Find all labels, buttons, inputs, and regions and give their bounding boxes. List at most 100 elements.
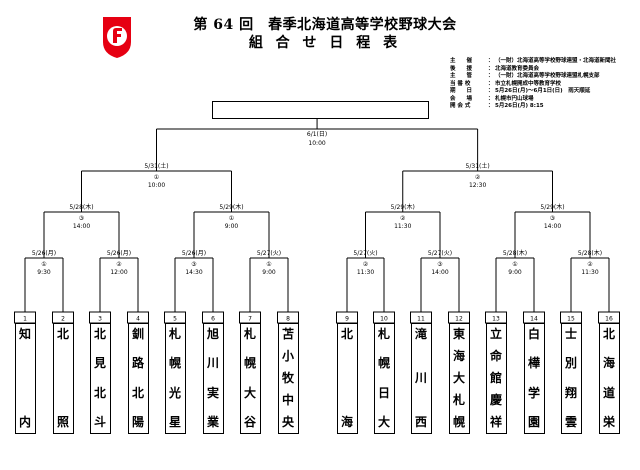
- match-number: ①: [266, 261, 271, 268]
- team-name-char: 央: [281, 415, 294, 429]
- team-name-box: 士別翔雲: [560, 323, 582, 434]
- info-label: 会 場: [450, 95, 473, 102]
- final-date: 6/1(日): [307, 131, 327, 138]
- team-name: 北海: [338, 328, 357, 429]
- team-name-char: 栄: [602, 414, 615, 429]
- tournament-logo-icon: [103, 17, 131, 58]
- champion-box: [212, 101, 429, 119]
- team-name-char: 大: [452, 371, 465, 385]
- team-name-char: 幌: [377, 356, 390, 371]
- team-number: 9: [345, 316, 349, 323]
- team-name: 苫小牧中央: [279, 328, 298, 429]
- team-number: 1: [23, 316, 27, 323]
- team-number: 4: [136, 316, 140, 323]
- team-name-char: 学: [527, 385, 540, 400]
- info-value: 札幌市円山球場: [495, 95, 534, 102]
- team-name-char: 見: [93, 356, 106, 371]
- team-name-char: 照: [56, 415, 69, 429]
- match-number: ②: [116, 261, 122, 268]
- info-colon: ：: [488, 103, 494, 109]
- team-name-char: 士: [564, 327, 577, 341]
- team-name-box: 旭川実業: [202, 323, 224, 434]
- match-time: 14:00: [431, 269, 448, 276]
- team-name-box: 北海: [336, 323, 358, 434]
- team-name-box: 札幌光星: [164, 323, 186, 434]
- match-number: ③: [550, 215, 555, 222]
- info-value: 5月26日(月) 8:15: [495, 103, 544, 109]
- match-number: ②: [475, 174, 481, 181]
- team-name-char: 北: [602, 327, 615, 341]
- final-time: 10:00: [308, 140, 325, 147]
- team-number: 5: [173, 316, 177, 323]
- team-name: 札幌光星: [166, 328, 185, 429]
- info-value: 5月26日(月)～6月1日(日) 雨天順延: [495, 88, 591, 94]
- team-name-char: 幌: [243, 356, 256, 371]
- team-name-char: 祥: [489, 415, 502, 429]
- team-name-char: 北: [93, 385, 106, 400]
- info-row: 開 会 式：5月26日(月) 8:15: [450, 103, 616, 111]
- team-name-char: 光: [168, 385, 181, 400]
- info-colon: ：: [488, 88, 494, 94]
- match-time: 11:30: [357, 269, 374, 276]
- match-time: 14:30: [185, 269, 202, 276]
- team-name-box: 札幌日大: [373, 323, 395, 434]
- page-subtitle: 組 合 せ 日 程 表: [248, 35, 402, 51]
- info-label: 後 援: [450, 65, 473, 72]
- match-number: ①: [41, 261, 46, 268]
- team-name-box: 釧路北陽: [127, 323, 149, 434]
- team-name-char: 海: [452, 349, 465, 363]
- team-number: 14: [530, 316, 538, 323]
- team-name-char: 幌: [452, 415, 465, 429]
- match-time: 11:30: [394, 223, 411, 230]
- team-name-char: 陽: [131, 414, 144, 429]
- match-time: 12:30: [469, 182, 486, 189]
- team-name-char: 白: [527, 327, 540, 341]
- team-name: 札幌大谷: [241, 328, 260, 429]
- team-name-char: 釧: [131, 327, 144, 341]
- team-name-char: 苫: [281, 327, 294, 341]
- team-name-char: 東: [452, 327, 465, 341]
- info-row: 期 日：5月26日(月)～6月1日(日) 雨天順延: [450, 88, 616, 96]
- info-label: 主 催: [450, 58, 473, 64]
- team-name-char: 海: [602, 356, 615, 371]
- info-value: （一財）北海道高等学校野球連盟札幌支部: [495, 73, 600, 79]
- team-name-char: 川: [206, 356, 219, 371]
- team-name-box: 白樺学園: [523, 323, 545, 434]
- info-value: （一財）北海道高等学校野球連盟・北海道新聞社: [495, 58, 617, 64]
- team-name-char: 園: [527, 414, 540, 429]
- team-name-char: 中: [281, 393, 294, 407]
- match-time: 12:00: [110, 269, 127, 276]
- info-label: 当 番 校: [450, 80, 471, 87]
- team-name-box: 北海道栄: [598, 323, 620, 434]
- team-name-char: 札: [168, 327, 181, 341]
- team-name-char: 北: [93, 327, 106, 341]
- match-number: ③: [191, 261, 196, 268]
- match-time: 14:00: [73, 223, 90, 230]
- team-name-char: 大: [377, 414, 390, 429]
- team-name-box: 東海大札幌: [448, 323, 470, 434]
- info-row: 会 場：札幌市円山球場: [450, 96, 616, 104]
- match-number: ③: [79, 215, 84, 222]
- team-name-box: 北照: [52, 323, 74, 434]
- team-name: 立命館慶祥: [487, 328, 506, 429]
- team-name-box: 苫小牧中央: [277, 323, 299, 434]
- info-row: 主 管：（一財）北海道高等学校野球連盟札幌支部: [450, 73, 616, 81]
- team-name-char: 立: [489, 327, 502, 341]
- team-name-char: 雲: [564, 414, 577, 429]
- team-name-box: 知内: [14, 323, 36, 434]
- team-name-char: 札: [452, 393, 465, 407]
- event-info: 主 催：（一財）北海道高等学校野球連盟・北海道新聞社後 援：北海道教育委員会主 …: [450, 58, 616, 111]
- info-label: 主 管: [450, 73, 473, 79]
- team-name-char: 命: [489, 349, 502, 363]
- team-name-box: 滝川西: [410, 323, 432, 434]
- team-name-char: 滝: [414, 327, 427, 341]
- team-name: 東海大札幌: [450, 328, 469, 429]
- team-name-char: 西: [414, 415, 427, 429]
- match-number: ③: [437, 261, 442, 268]
- match-time: 9:00: [262, 269, 276, 276]
- info-value: 市立札幌開成中等教育学校: [495, 80, 562, 87]
- match-time: 11:30: [581, 269, 598, 276]
- team-number: 3: [98, 316, 102, 323]
- team-name-char: 川: [414, 371, 427, 385]
